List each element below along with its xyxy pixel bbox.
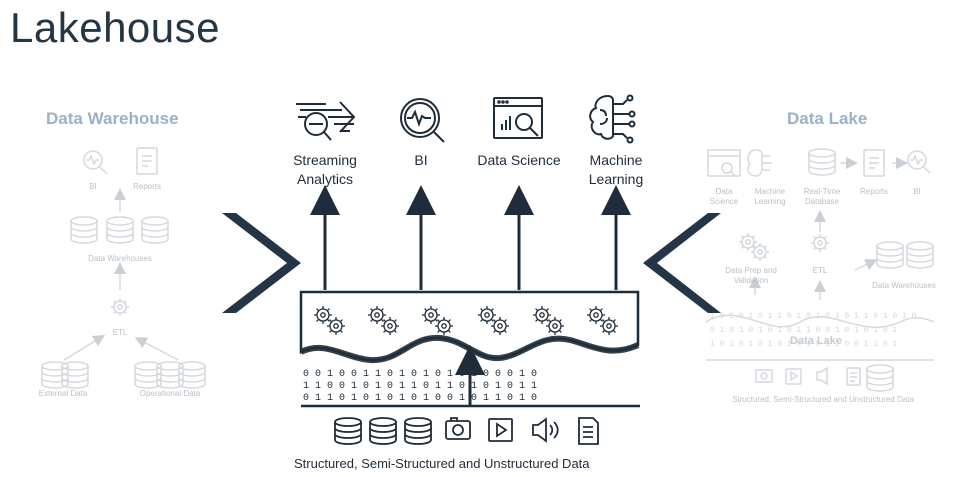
right-bi-label: BI bbox=[913, 187, 921, 196]
left-etl-label: ETL bbox=[112, 328, 128, 337]
svg-text:1 0 1 0 1 0 1 0 1 0 1 0 1: 1 0 1 0 1 0 1 0 1 0 1 0 1 1 0 0 1 1 0 1 bbox=[710, 340, 897, 349]
left-reports-label: Reports bbox=[132, 182, 161, 191]
right-data-science-label: Data Science bbox=[709, 187, 739, 206]
right-sources-label: Structured, Semi-Structured and Unstruct… bbox=[732, 395, 914, 404]
right-data-prep-label: Data Prep and Validation bbox=[725, 266, 777, 285]
right-data-warehouses-label: Data Warehouses bbox=[872, 281, 936, 290]
gear-icon bbox=[587, 306, 618, 335]
gear-icon bbox=[368, 306, 399, 335]
gear-icon bbox=[422, 306, 453, 335]
output-label-streaming-analytics: Streaming Analytics bbox=[293, 152, 357, 187]
svg-text:1 0 1 0 1 0 1 1 0 1 0 1 0 1: 1 0 1 0 1 0 1 1 0 1 0 1 0 1 0 1 1 0 1 0 … bbox=[710, 312, 917, 321]
sources-label: Structured, Semi-Structured and Unstruct… bbox=[294, 456, 590, 471]
right-reports-label: Reports bbox=[859, 187, 888, 196]
left-data-warehouses-label: Data Warehouses bbox=[88, 254, 152, 263]
left-external-data-label: External Data bbox=[38, 389, 88, 398]
chevron-left-icon bbox=[643, 213, 721, 313]
machine-learning-icon bbox=[589, 94, 636, 144]
svg-text:1 1 0 0 1 0 1 0 1 1 0 1 1: 1 1 0 0 1 0 1 0 1 1 0 1 1 0 1 0 1 0 1 1 bbox=[303, 381, 537, 392]
right-real-time-database-label: Real-Time Database bbox=[803, 187, 841, 206]
data-lake-binary: 1 0 1 0 1 0 1 1 0 1 0 1 0 1 0 1 1 0 1 0 … bbox=[710, 312, 917, 349]
etl-icon-left bbox=[110, 297, 130, 317]
data-lake-panel bbox=[705, 148, 935, 392]
right-machine-learning-label: Machine Learning bbox=[754, 187, 786, 206]
right-data-lake-label: Data Lake bbox=[790, 335, 842, 347]
database-icon bbox=[334, 417, 362, 445]
svg-text:0 1 1 0 1 0 1 0 1 0 1 0: 0 1 1 0 1 0 1 0 1 0 1 0 0 1 0 1 1 0 1 0 bbox=[303, 393, 537, 404]
output-label-machine-learning: Machine Learning bbox=[588, 152, 644, 187]
output-label-bi: BI bbox=[414, 152, 428, 168]
reports-icon-left bbox=[136, 147, 158, 175]
data-warehouse-title: Data Warehouse bbox=[46, 109, 179, 128]
svg-text:0 1 0 1 0 1 0 1 0 1 1 0 0 1: 0 1 0 1 0 1 0 1 0 1 1 0 0 1 0 1 0 1 0 1 bbox=[710, 326, 897, 335]
right-etl-label: ETL bbox=[812, 266, 828, 275]
bi-icon-left bbox=[83, 150, 108, 175]
output-label-data-science: Data Science bbox=[477, 152, 561, 168]
binary-data: 0 0 1 0 0 1 1 0 1 0 1 0 1 0 1 0 0 0 1 0 … bbox=[303, 369, 537, 404]
gear-icon bbox=[314, 306, 345, 335]
lakehouse-box bbox=[299, 290, 640, 364]
data-lake-title: Data Lake bbox=[787, 109, 868, 128]
data-warehouse-panel bbox=[41, 147, 206, 389]
audio-icon bbox=[532, 417, 559, 443]
left-bi-label: BI bbox=[89, 182, 97, 191]
camera-icon bbox=[445, 417, 471, 440]
data-science-icon bbox=[493, 97, 543, 139]
video-icon bbox=[488, 418, 513, 442]
database-icon bbox=[369, 417, 397, 445]
gear-icon bbox=[478, 306, 509, 335]
chevron-right-icon bbox=[222, 213, 301, 313]
left-operational-data-label: Operational Data bbox=[139, 389, 201, 398]
page-title: Lakehouse bbox=[10, 4, 221, 51]
database-icon bbox=[404, 417, 432, 445]
svg-text:0 0 1 0 0 1 1 0 1 0 1 0 1: 0 0 1 0 0 1 1 0 1 0 1 0 1 0 1 0 0 0 1 0 bbox=[303, 369, 537, 380]
gear-icon bbox=[533, 306, 564, 335]
bi-icon bbox=[400, 98, 445, 143]
document-icon bbox=[578, 417, 599, 445]
streaming-analytics-icon bbox=[296, 101, 356, 141]
